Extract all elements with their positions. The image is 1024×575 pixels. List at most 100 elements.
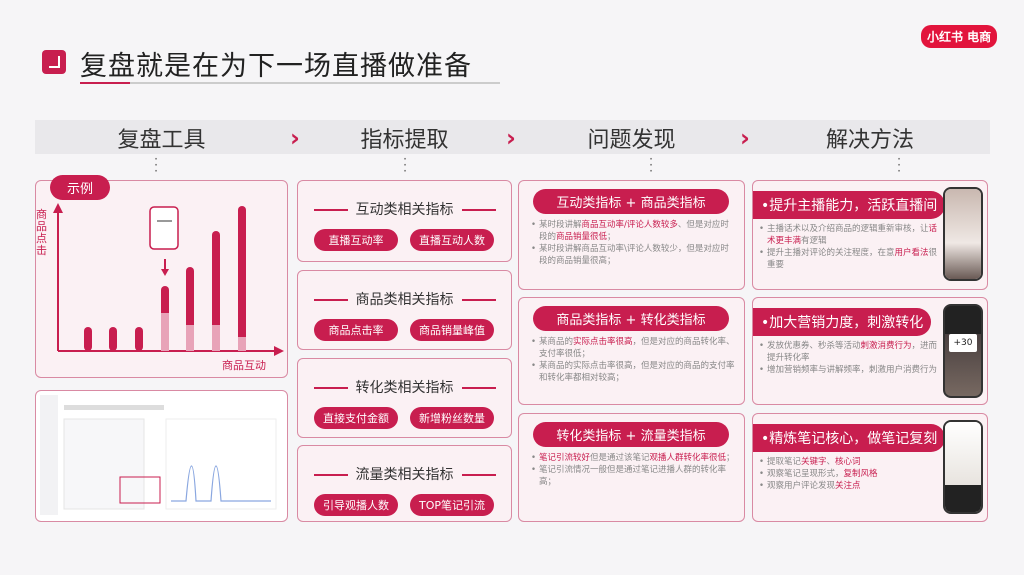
metric-pill: 新增粉丝数量 xyxy=(410,407,494,429)
dots-icon: ··· xyxy=(649,152,653,178)
bar-pale-segment xyxy=(186,325,194,351)
solution-box: •提升主播能力，活跃直播间主播话术以及介绍商品的逻辑重新审核，让话术更丰满有逻辑… xyxy=(752,180,988,290)
bullet-item: 某时段讲解商品互动率\评论人数较少，但是对应时段的商品销量很高； xyxy=(531,243,737,267)
bullet-text: ； xyxy=(607,232,616,242)
livestream-image: +30 xyxy=(945,334,981,396)
chevron-right-icon: › xyxy=(740,124,750,152)
highlight-text: 刺激消费行为 xyxy=(860,341,912,351)
problem-title-pill: 互动类指标 + 商品类指标 xyxy=(533,189,729,214)
dots-icon: ··· xyxy=(154,152,158,178)
bullet-item: 笔记引流较好但是通过该笔记观播人群转化率很低； xyxy=(531,452,737,464)
bullet-text: 有逻辑 xyxy=(801,236,827,246)
solution-title-pill: •提升主播能力，活跃直播间 xyxy=(753,191,946,219)
highlight-text: 话术更丰满 xyxy=(767,224,938,246)
bullet-text: ，但是对应的商品转化率、支付率很低； xyxy=(539,337,735,359)
highlight-text: 关键字 xyxy=(801,457,827,467)
bar-pale-segment xyxy=(212,325,220,351)
bullet-list: 主播话术以及介绍商品的逻辑重新审核，让话术更丰满有逻辑提升主播对评论的关注程度，… xyxy=(759,223,939,271)
bullet-text: 提取笔记 xyxy=(767,457,802,467)
page-title: 复盘就是在为下一场直播做准备 xyxy=(80,51,472,82)
bullet-item: 某时段讲解商品互动率/评论人数较多、但是对应时段的商品销量很低； xyxy=(531,219,737,243)
highlight-text: 用户看法 xyxy=(894,248,929,258)
metric-pill: 直接支付金额 xyxy=(314,407,398,429)
bullet-text: 观察笔记呈现形式， xyxy=(767,469,844,479)
bullet-item: 某商品的实际点击率很高，但是对应的商品转化率、支付率很低； xyxy=(531,336,737,360)
bullet-list: 某商品的实际点击率很高，但是对应的商品转化率、支付率很低；某商品的实际点击率很高… xyxy=(531,336,737,384)
bullet-list: 笔记引流较好但是通过该笔记观播人群转化率很低；笔记引流情况一般但是通过笔记进播人… xyxy=(531,452,737,488)
column-head-metrics: 指标提取 xyxy=(360,128,449,153)
dashboard-screenshot xyxy=(35,390,288,522)
bar-pale-segment xyxy=(238,337,246,351)
bullet-item: 提升主播对评论的关注程度，在意用户看法很重要 xyxy=(759,247,939,271)
bullet-text: 某时段讲解 xyxy=(539,220,582,230)
bar xyxy=(84,327,92,351)
problem-title-pill: 转化类指标 + 流量类指标 xyxy=(533,422,729,447)
solution-box: •精炼笔记核心，做笔记复刻提取笔记关键字、核心词观察笔记呈现形式，复制风格观察用… xyxy=(752,413,988,522)
brand-logo: 小红书 电商 xyxy=(921,25,998,48)
bullet-text: 增加营销频率与讲解频率，刺激用户消费行为 xyxy=(767,365,938,375)
problem-box: 互动类指标 + 商品类指标某时段讲解商品互动率/评论人数较多、但是对应时段的商品… xyxy=(518,180,745,290)
metric-pill: TOP笔记引流 xyxy=(410,494,494,516)
example-chart-box: 示例 商品点击 商品互动 xyxy=(35,175,288,378)
phone-screenshot xyxy=(943,420,983,514)
bullet-item: 增加营销频率与讲解频率，刺激用户消费行为 xyxy=(759,364,939,376)
highlight-text: 核心词 xyxy=(835,457,861,467)
metric-group-box: 流量类相关指标引导观播人数 TOP笔记引流 xyxy=(297,445,512,522)
highlight-text: 商品销量很低 xyxy=(556,232,608,242)
solution-box: •加大营销力度，刺激转化发放优惠券、秒杀等活动刺激消费行为，进而提升转化率增加营… xyxy=(752,297,988,405)
metric-group-box: 转化类相关指标直接支付金额新增粉丝数量 xyxy=(297,358,512,438)
bar xyxy=(212,231,220,351)
dots-icon: ··· xyxy=(403,152,407,178)
highlight-text: 观播人群转化率很低 xyxy=(649,453,727,463)
highlight-text: 复制风格 xyxy=(843,469,878,479)
bullet-text: 但是通过该笔记 xyxy=(590,453,650,463)
dots-icon: ··· xyxy=(897,152,901,178)
metric-pill: 商品点击率 xyxy=(314,319,398,341)
bullet-text: 某商品的 xyxy=(539,337,574,347)
product-card-thumbnail xyxy=(149,206,179,250)
metric-group-title: 转化类相关指标 xyxy=(298,377,511,397)
phone-screenshot: +30 xyxy=(943,304,983,398)
bar xyxy=(109,327,117,351)
problem-title-pill: 商品类指标 + 转化类指标 xyxy=(533,306,729,331)
x-axis-label: 商品互动 xyxy=(222,359,266,372)
bar xyxy=(135,327,143,351)
bullet-text: 某商品的实际点击率很高，但是对应的商品的支付率和转化率都相对较高； xyxy=(539,361,735,383)
chevron-right-icon: › xyxy=(290,124,300,152)
highlight-text: 商品互动率/评论人数较多 xyxy=(581,220,678,230)
problem-box: 商品类指标 + 转化类指标某商品的实际点击率很高，但是对应的商品转化率、支付率很… xyxy=(518,297,745,405)
bullet-text: 很重要 xyxy=(767,248,938,270)
bullet-list: 提取笔记关键字、核心词观察笔记呈现形式，复制风格观察用户评论发现关注点 xyxy=(759,456,939,492)
problem-box: 转化类指标 + 流量类指标笔记引流较好但是通过该笔记观播人群转化率很低；笔记引流… xyxy=(518,413,745,522)
metric-group-title: 流量类相关指标 xyxy=(298,464,511,484)
metric-pill: 引导观播人数 xyxy=(314,494,398,516)
highlight-text: 关注点 xyxy=(835,481,861,491)
metric-pill: 直播互动人数 xyxy=(410,229,494,251)
metric-group-box: 互动类相关指标直播互动率直播互动人数 xyxy=(297,180,512,262)
solution-title-pill: •精炼笔记核心，做笔记复刻 xyxy=(753,424,946,452)
title-underline xyxy=(80,82,500,84)
column-head-tools: 复盘工具 xyxy=(117,128,206,153)
bullet-list: 某时段讲解商品互动率/评论人数较多、但是对应时段的商品销量很低；某时段讲解商品互… xyxy=(531,219,737,267)
bullet-text: 提升主播对评论的关注程度，在意 xyxy=(767,248,895,258)
bullet-item: 观察笔记呈现形式，复制风格 xyxy=(759,468,939,480)
phone-screenshot xyxy=(943,187,983,281)
metric-group-title: 商品类相关指标 xyxy=(298,289,511,309)
metric-pill: 直播互动率 xyxy=(314,229,398,251)
column-head-problems: 问题发现 xyxy=(587,128,676,153)
bullet-text: ，进而提升转化率 xyxy=(767,341,938,363)
metric-group-title: 互动类相关指标 xyxy=(298,199,511,219)
chevron-right-icon: › xyxy=(506,124,516,152)
bar xyxy=(238,206,246,351)
example-label: 示例 xyxy=(50,175,110,200)
bullet-text: 观察用户评论发现 xyxy=(767,481,836,491)
bullet-item: 发放优惠券、秒杀等活动刺激消费行为，进而提升转化率 xyxy=(759,340,939,364)
bar-chart xyxy=(53,203,284,356)
bullet-item: 观察用户评论发现关注点 xyxy=(759,480,939,492)
bullet-item: 主播话术以及介绍商品的逻辑重新审核，让话术更丰满有逻辑 xyxy=(759,223,939,247)
highlight-text: 笔记引流较好 xyxy=(539,453,591,463)
bullet-text: 主播话术以及介绍商品的逻辑重新审核，让 xyxy=(767,224,929,234)
bullet-text: 某时段讲解商品互动率\评论人数较少，但是对应时段的商品销量很高； xyxy=(539,244,729,266)
dashboard-image xyxy=(40,395,277,515)
livestream-image xyxy=(945,422,981,512)
